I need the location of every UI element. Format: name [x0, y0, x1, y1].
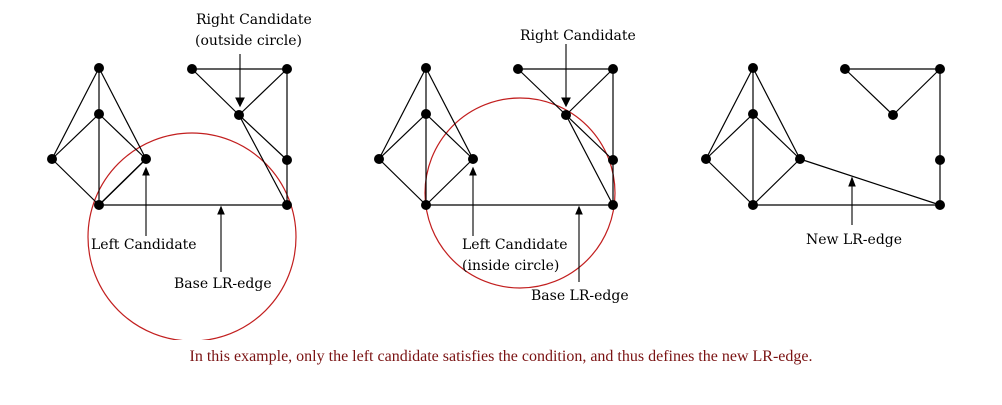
node: [374, 154, 384, 164]
node: [608, 64, 618, 74]
arrow-head: [575, 205, 583, 215]
right-candidate-node-1: [234, 110, 244, 120]
node: [935, 64, 945, 74]
right-triangulation-3: [844, 68, 941, 205]
new-lr-edge-label: New LR-edge: [806, 232, 902, 248]
node: [935, 200, 945, 210]
panel-2-arrows: [469, 44, 583, 282]
node: [513, 64, 523, 74]
panel-3-arrows: [848, 176, 856, 225]
node: [94, 63, 104, 73]
node: [282, 200, 292, 210]
base-edge-label-1: Base LR-edge: [174, 276, 272, 292]
node: [748, 109, 758, 119]
arrow-head: [142, 166, 150, 176]
circumcircle-2: [424, 97, 616, 289]
arrow-head: [561, 97, 571, 108]
node: [748, 200, 758, 210]
node: [608, 155, 618, 165]
node: [795, 154, 805, 164]
panel-1-arrows: [142, 54, 245, 272]
arrow-head: [235, 97, 245, 108]
figure-caption: In this example, only the left candidate…: [189, 348, 813, 365]
left-candidate-node-2: [468, 154, 478, 164]
delaunay-merge-diagram: Right Candidate (outside circle) Left Ca…: [47, 12, 945, 340]
new-lr-edge: [799, 158, 941, 206]
circumcircle-1: [87, 132, 297, 340]
node: [94, 109, 104, 119]
left-candidate-sublabel-2: (inside circle): [462, 258, 559, 274]
left-candidate-label-1: Left Candidate: [91, 237, 197, 253]
arrow-head: [469, 166, 477, 176]
node: [421, 200, 431, 210]
panel-3: [705, 67, 941, 206]
node: [840, 64, 850, 74]
node: [935, 155, 945, 165]
right-candidate-label-1: Right Candidate: [196, 12, 312, 28]
node: [748, 63, 758, 73]
left-candidate-edge-1: [98, 158, 147, 206]
node: [282, 155, 292, 165]
panel-3-nodes: [701, 63, 945, 210]
node: [888, 110, 898, 120]
base-edge-label-2: Base LR-edge: [531, 288, 629, 304]
right-candidate-node-2: [561, 110, 571, 120]
arrow-head: [217, 205, 225, 215]
panel-1-nodes: [47, 63, 292, 210]
left-triangulation-1: [51, 67, 147, 206]
left-candidate-label-2: Left Candidate: [462, 237, 568, 253]
node: [421, 63, 431, 73]
node: [608, 200, 618, 210]
node: [421, 109, 431, 119]
node: [187, 64, 197, 74]
node: [47, 154, 57, 164]
right-candidate-sublabel-1: (outside circle): [195, 33, 302, 49]
left-triangulation-2: [378, 67, 474, 206]
left-candidate-node-1: [141, 154, 151, 164]
left-triangulation-3: [705, 67, 801, 206]
panel-2: [378, 67, 616, 289]
node: [94, 200, 104, 210]
panel-1: [51, 67, 297, 340]
panel-2-nodes: [374, 63, 618, 210]
node: [701, 154, 711, 164]
right-candidate-label-2: Right Candidate: [520, 28, 636, 44]
node: [282, 64, 292, 74]
arrow-head: [848, 176, 856, 187]
